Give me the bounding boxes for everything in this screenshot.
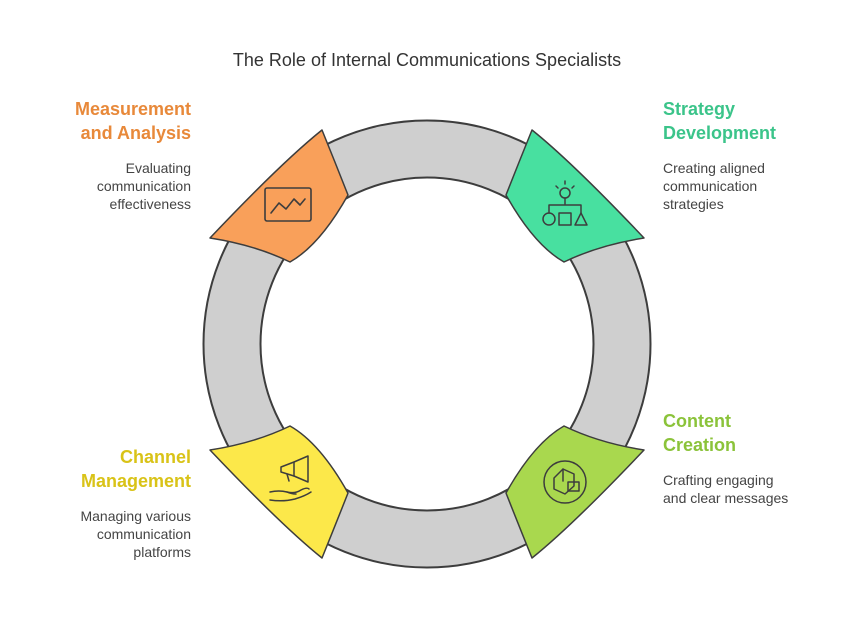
heading-line: Channel	[119, 447, 191, 467]
description-line: and clear messages	[663, 490, 789, 506]
content-blocks-icon	[543, 460, 587, 504]
stage-label-channel: Channel Management Managing various comm…	[1, 445, 191, 561]
description-line: communication	[96, 178, 191, 194]
stage-description-channel: Managing various communication platforms	[1, 507, 191, 561]
heading-line: Strategy	[663, 99, 736, 119]
stage-label-strategy: Strategy Development Creating aligned co…	[663, 97, 853, 213]
heading-line: and Analysis	[80, 123, 191, 143]
description-line: strategies	[663, 196, 724, 212]
description-line: Evaluating	[125, 160, 191, 176]
segment-strategy	[505, 129, 645, 263]
diagram-title: The Role of Internal Communications Spec…	[232, 50, 622, 70]
strategy-flowchart-icon	[542, 180, 588, 226]
heading-line: Creation	[663, 435, 737, 455]
description-line: Managing various	[80, 508, 191, 524]
heading-line: Development	[663, 123, 777, 143]
segment-measurement	[209, 129, 349, 263]
description-line: effectiveness	[109, 196, 191, 212]
stage-label-content: Content Creation Crafting engaging and c…	[663, 409, 853, 507]
stage-heading-strategy: Strategy Development	[663, 97, 853, 145]
description-line: communication	[663, 178, 758, 194]
description-line: platforms	[133, 544, 191, 560]
description-line: Crafting engaging	[663, 472, 774, 488]
segment-channel	[209, 425, 349, 559]
stage-label-measurement: Measurement and Analysis Evaluating comm…	[1, 97, 191, 213]
description-line: communication	[96, 526, 191, 542]
heading-line: Measurement	[74, 99, 191, 119]
cycle-ring-fill	[204, 121, 650, 567]
line-chart-icon	[264, 187, 312, 222]
description-line: Creating aligned	[663, 160, 765, 176]
segment-content	[505, 425, 645, 559]
stage-heading-channel: Channel Management	[1, 445, 191, 493]
stage-heading-content: Content Creation	[663, 409, 853, 457]
stage-heading-measurement: Measurement and Analysis	[1, 97, 191, 145]
heading-line: Management	[80, 471, 191, 491]
heading-line: Content	[663, 411, 731, 431]
megaphone-hand-icon	[269, 455, 312, 502]
stage-description-content: Crafting engaging and clear messages	[663, 471, 853, 507]
stage-description-strategy: Creating aligned communication strategie…	[663, 159, 853, 213]
stage-description-measurement: Evaluating communication effectiveness	[1, 159, 191, 213]
